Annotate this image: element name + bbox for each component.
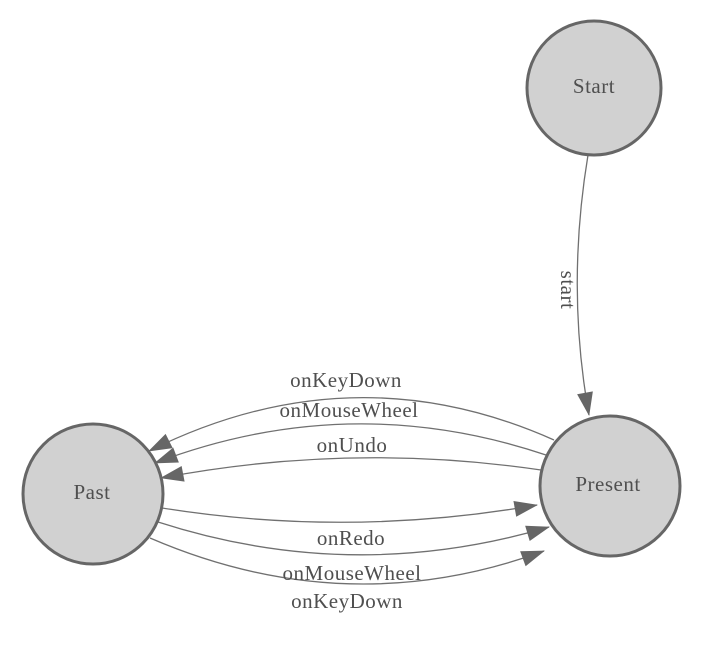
node-past-label: Past bbox=[73, 480, 110, 504]
node-group: Start Present Past bbox=[21, 19, 682, 566]
edge-label-onmousewheel-bottom: onMouseWheel bbox=[283, 561, 422, 585]
edge-label-onmousewheel-top: onMouseWheel bbox=[280, 398, 419, 422]
edge-present-to-past-onundo bbox=[160, 457, 542, 482]
node-present: Present bbox=[538, 414, 682, 558]
node-start: Start bbox=[525, 19, 663, 157]
edge-label-group: start onKeyDown onMouseWheel onUndo onRe… bbox=[280, 271, 580, 613]
edge-label-onundo: onUndo bbox=[317, 433, 388, 457]
edge-group bbox=[148, 154, 593, 585]
edge-present-to-past-onkeydown bbox=[148, 396, 555, 452]
node-start-circle bbox=[525, 19, 663, 157]
node-start-label: Start bbox=[573, 74, 615, 98]
edge-label-start: start bbox=[556, 271, 580, 310]
edge-label-onkeydown-top: onKeyDown bbox=[290, 368, 402, 392]
node-present-label: Present bbox=[575, 472, 640, 496]
edge-label-onkeydown-bottom: onKeyDown bbox=[291, 589, 403, 613]
edge-past-to-present-onmousewheel bbox=[157, 521, 550, 556]
edge-present-to-past-onmousewheel bbox=[154, 423, 547, 464]
node-past-circle bbox=[21, 422, 165, 566]
edge-past-to-present-onkeydown bbox=[149, 537, 545, 585]
edge-start-to-present bbox=[576, 154, 593, 416]
edge-past-to-present-onredo bbox=[161, 501, 538, 523]
node-present-circle bbox=[538, 414, 682, 558]
node-past: Past bbox=[21, 422, 165, 566]
edge-label-onredo: onRedo bbox=[317, 526, 385, 550]
